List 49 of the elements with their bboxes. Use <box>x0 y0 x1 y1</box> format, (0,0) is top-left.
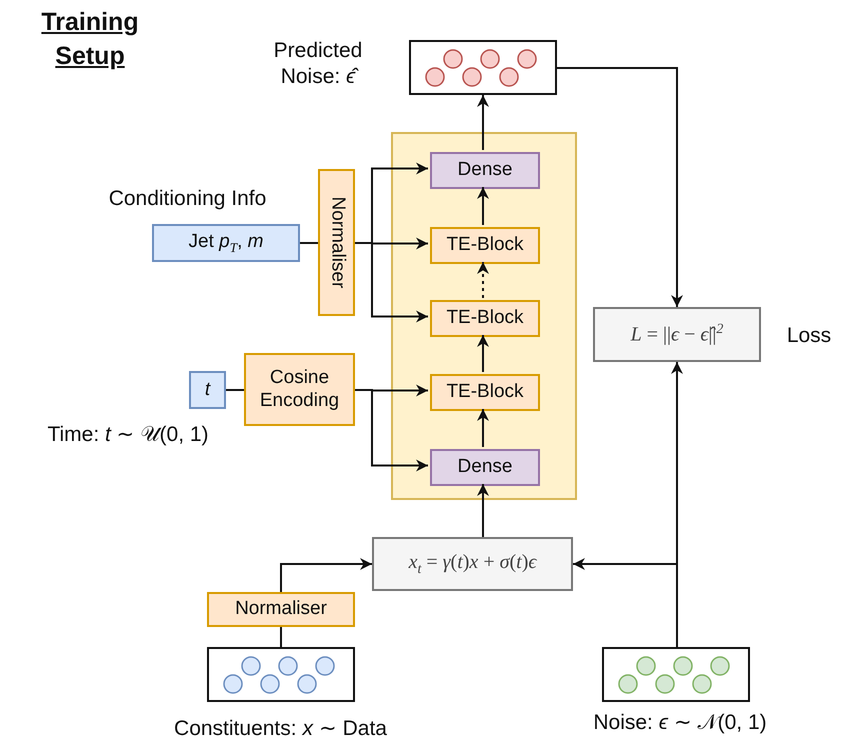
arrow <box>477 484 489 537</box>
node-label: Dense <box>458 456 512 479</box>
arrow <box>477 335 489 372</box>
te-block-box <box>430 374 540 411</box>
equation-box <box>372 537 573 591</box>
arrow <box>477 262 489 298</box>
arrow <box>477 95 489 150</box>
process-box <box>318 169 355 316</box>
node-label: TE-Block <box>446 234 524 257</box>
te-block-box <box>430 300 540 337</box>
node-caption: Conditioning Info <box>108 186 268 212</box>
point-cloud-box <box>207 647 355 702</box>
node-label: Cosine Encoding <box>258 366 340 412</box>
arrow <box>573 558 678 647</box>
input-box <box>152 224 300 262</box>
te-block-box <box>430 227 540 264</box>
input-box <box>189 371 226 409</box>
node-label: Dense <box>458 159 512 182</box>
connector-line <box>280 627 282 647</box>
node-caption: Noise: ϵ ∼ 𝒩(0, 1) <box>592 710 768 736</box>
node-caption: Predicted Noise: ϵ̂ <box>272 38 364 90</box>
node-label: TE-Block <box>446 307 524 330</box>
node-caption: Time: t ∼ 𝒰(0, 1) <box>46 422 210 448</box>
arrow <box>477 409 489 447</box>
dense-layer-box <box>430 449 540 486</box>
module-container <box>391 132 577 500</box>
equation-box <box>593 307 761 362</box>
dense-layer-box <box>430 152 540 189</box>
node-caption: Loss <box>786 323 832 349</box>
connector-line <box>226 389 244 391</box>
node-caption: Constituents: x ∼ Data <box>173 716 388 742</box>
connector-line <box>300 242 318 244</box>
node-label: Jet p$_{T}$, m <box>188 230 264 256</box>
node-label: t <box>204 378 210 402</box>
point-cloud-box <box>409 40 557 95</box>
arrow <box>477 187 489 225</box>
node-label: Normaliser <box>326 196 348 288</box>
process-box <box>244 353 355 426</box>
arrow <box>355 389 428 472</box>
node-label: Normaliser <box>235 598 327 621</box>
point-cloud-box <box>602 647 750 702</box>
equation-text: L = ||ϵ − ϵ̂||$^{2}$ <box>630 322 724 347</box>
arrow <box>355 242 428 322</box>
process-box <box>207 592 355 627</box>
diagram-title: Training Setup <box>40 7 140 72</box>
node-label: TE-Block <box>446 381 524 404</box>
arrow <box>280 558 372 592</box>
equation-text: x$_{t}$ = γ(t)x + σ(t)ϵ <box>408 550 536 578</box>
arrow <box>557 67 683 307</box>
